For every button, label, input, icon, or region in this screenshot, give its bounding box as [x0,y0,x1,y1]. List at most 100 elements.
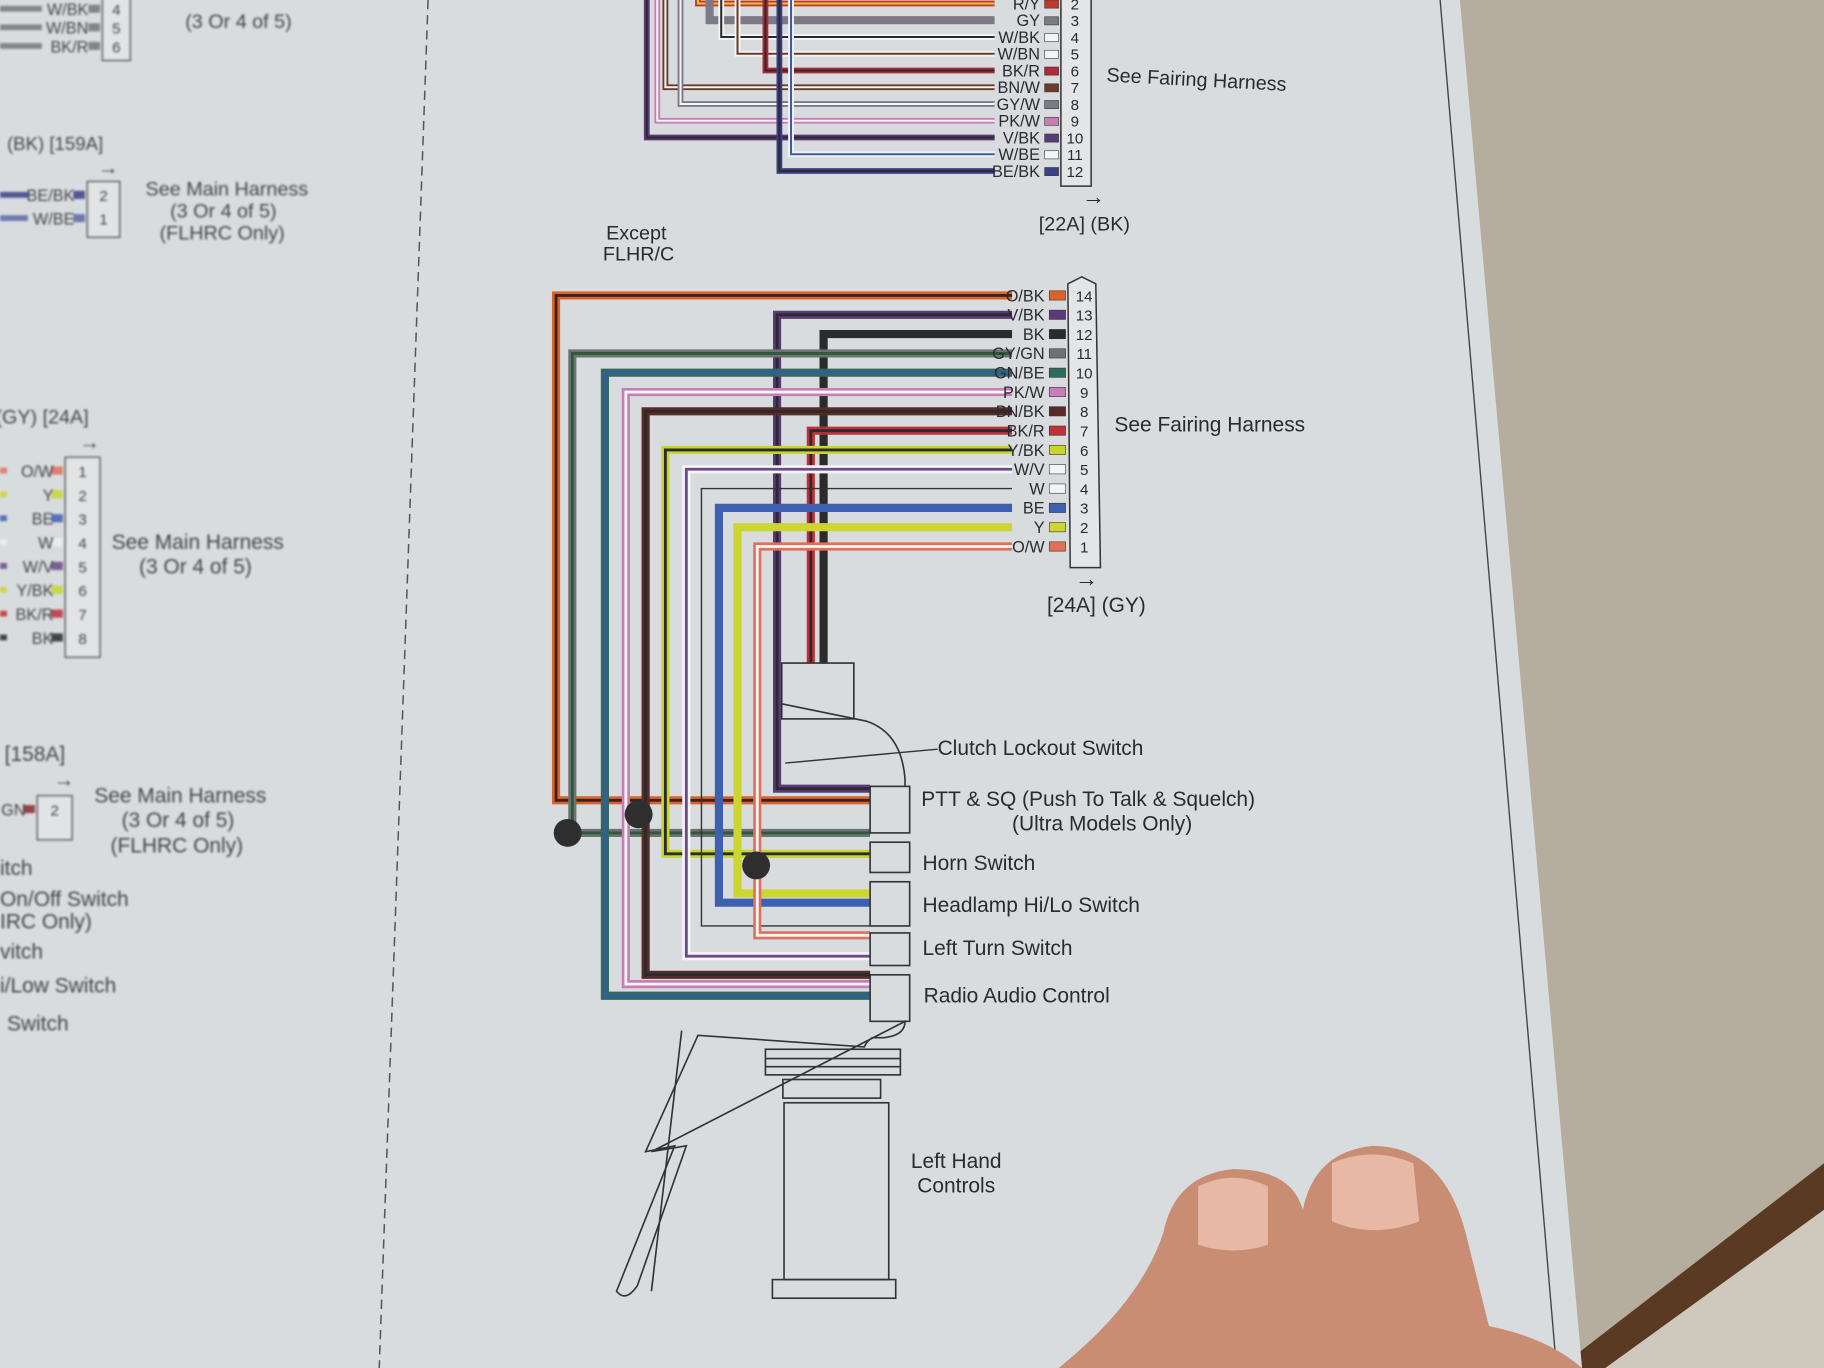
wire-label: BK/R [1007,422,1045,440]
pin-number: 2 [99,188,107,205]
wire-label: BK [1023,326,1045,344]
wire-label: W/V [1014,461,1045,479]
floor-tile [1605,1209,1824,1368]
connector-body [64,456,101,658]
pin-number: 2 [50,802,58,819]
pin-number: 10 [1076,366,1093,383]
wire-path [0,610,7,617]
wire-label: O/BK [1006,287,1045,305]
wire-path [0,467,7,474]
pin-number: 9 [1080,385,1088,402]
pin-number: 2 [1080,520,1088,537]
pin-number: 2 [1071,0,1079,13]
pin-stub [51,466,63,475]
pin-stub [1048,541,1066,552]
pin-number: 13 [1076,308,1093,325]
wire-label: W [38,534,54,552]
pin-stub [1048,309,1066,320]
pin-number: 4 [1071,30,1079,47]
pin-number: 1 [99,212,107,229]
arrow-icon: → [1082,184,1105,210]
wire-label: W/BE [33,211,75,229]
wire-path [714,503,1013,907]
wire-label: Y/BK [1008,442,1045,460]
partial-label: itch [0,857,33,880]
wire-label: V/BK [1003,129,1040,147]
wire-label: Y [43,487,54,505]
partial-label: Switch [7,1013,69,1036]
wire-stripe [656,0,995,122]
connector-body [1060,0,1092,187]
c158-sub: (3 Or 4 of 5) [122,809,235,832]
wire-label: O/W [21,463,54,481]
pin-stub [73,214,85,223]
connector-body [86,180,121,239]
wire-path [0,24,42,31]
wire-path [705,0,995,25]
wire-label: BE/BK [992,163,1040,181]
partial-label: On/Off Switch [0,888,129,911]
radio-audio-control-label: Radio Audio Control [924,985,1110,1008]
pin-number: 6 [112,39,120,56]
pin-stub [1044,49,1059,59]
pin-number: 8 [1080,404,1088,421]
pin-number: 8 [78,631,86,648]
wire-path [0,634,7,641]
c159-note: (FLHRC Only) [160,223,285,245]
pin-number: 6 [78,583,86,600]
wire-stripe [720,0,995,39]
wire-path [0,5,42,12]
wire-label: GN [1,801,25,819]
pin-number: 14 [1076,288,1093,305]
pin-stub [51,609,63,618]
wire-stripe [775,313,1013,791]
wire-label: BE/BK [27,187,75,205]
pin-number: 4 [78,535,86,552]
wire-label: V/BK [1008,307,1045,325]
c24-id: (GY) [24A] [0,406,89,428]
wire-path [0,515,7,522]
pin-number: 9 [1071,114,1079,131]
pin-stub [1048,483,1066,494]
pin-stub [1044,100,1059,109]
pin-number: 11 [1076,346,1092,363]
pin-stub [51,585,63,594]
pin-stub [1048,329,1066,340]
wire-stripe [664,0,995,89]
wire-label: GY/GN [992,345,1044,363]
thumb-fingers [1058,1145,1583,1368]
pin-number: 3 [1071,13,1079,30]
c158-note: (FLHRC Only) [111,835,244,858]
wire-label: BK/R [16,606,54,624]
wire-stripe [778,0,995,173]
pin-number: 5 [1071,47,1079,64]
wire-label: BN/W [997,79,1040,97]
pin-stub [1044,16,1059,26]
pin-stub [23,804,35,814]
splice-dot [742,851,771,880]
wire-stripe [755,545,1013,937]
main-wire-bundle [551,291,1013,1000]
c159-see: See Main Harness [146,178,309,200]
pin-stub [1048,445,1066,455]
wire-path [0,539,7,545]
wire-label: R/Y [1013,0,1040,13]
partial-label: i/Low Switch [0,974,116,997]
pin-number: 5 [112,21,120,38]
top-connector-id: [22A] (BK) [1039,213,1130,235]
pin-stub [51,561,63,570]
arrow-icon: → [98,156,119,179]
wire-stripe [679,0,995,106]
wire-label: BN/BK [996,403,1045,421]
pin-stub [1044,0,1059,9]
c159-id: (BK) [159A] [7,133,103,154]
left-turn-switch-label: Left Turn Switch [922,937,1072,960]
wire-label: O/W [1012,538,1045,556]
main-connector-id: [24A] (GY) [1047,594,1146,617]
partial-label: IRC Only) [0,910,92,933]
pin-number: 3 [1080,501,1088,518]
arrow-icon: → [54,768,75,791]
ptt-sq-switch-label: PTT & SQ (Push To Talk & Squelch) [921,788,1255,811]
c159-sub: (3 Or 4 of 5) [170,201,277,223]
